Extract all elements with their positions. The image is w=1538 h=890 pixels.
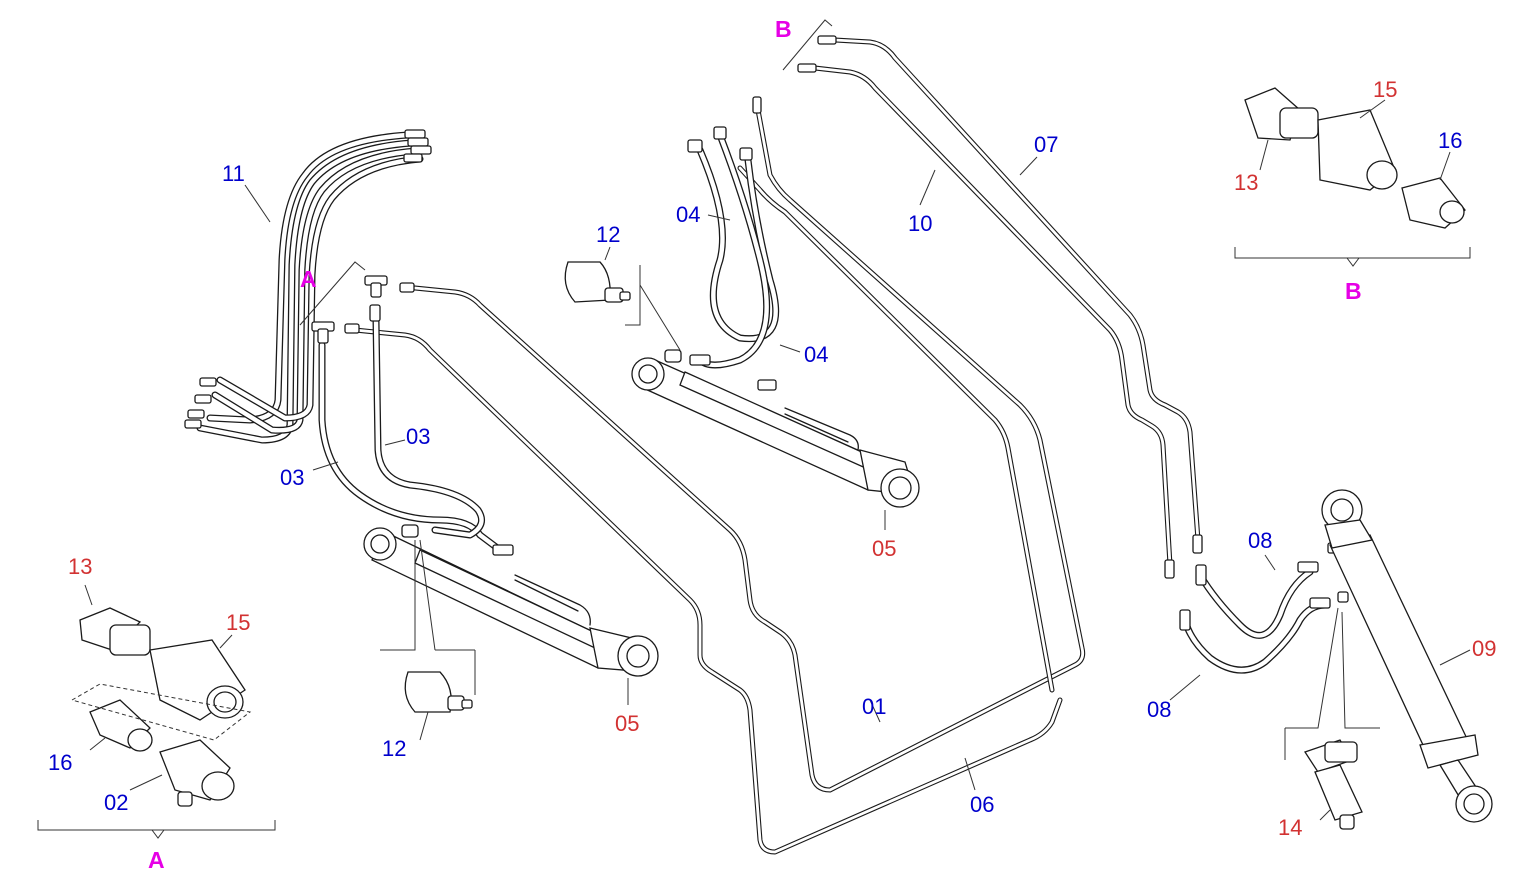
pipe-10 xyxy=(812,65,1173,568)
cylinder-05-left xyxy=(363,524,659,677)
label-11: 11 xyxy=(222,161,245,186)
pipe-01b xyxy=(737,165,1055,693)
hose-08 xyxy=(1181,568,1329,674)
label-12-top: 12 xyxy=(596,222,620,247)
label-16-left: 16 xyxy=(48,750,72,775)
part-labels: 11 03 03 12 04 04 07 10 05 05 12 01 06 0… xyxy=(48,16,1496,873)
pipe-07 xyxy=(832,37,1201,543)
group-label-a-bottom: A xyxy=(148,847,165,873)
label-03-left: 03 xyxy=(280,465,304,490)
t-fittings-group-a xyxy=(311,275,415,344)
hose-03-right xyxy=(372,316,486,539)
label-09: 09 xyxy=(1472,636,1496,661)
label-13-right: 13 xyxy=(1234,170,1258,195)
group-label-a-top: A xyxy=(300,266,317,292)
hose-11-bundle xyxy=(196,131,424,444)
brackets xyxy=(37,19,1471,839)
pipe-01 xyxy=(412,107,1086,793)
group-label-b-bottom: B xyxy=(1345,278,1362,304)
hose-03-left xyxy=(318,341,504,554)
label-14: 14 xyxy=(1278,815,1302,840)
label-08-top: 08 xyxy=(1248,528,1272,553)
label-04-top: 04 xyxy=(676,202,700,227)
pipe-06 xyxy=(352,327,1063,855)
label-15-left: 15 xyxy=(226,610,250,635)
cylinder-05-right xyxy=(631,349,920,508)
group-a-detail xyxy=(70,607,252,807)
group-label-b-top: B xyxy=(775,16,792,42)
label-13-left: 13 xyxy=(68,554,92,579)
cylinder-09 xyxy=(1321,489,1493,823)
group-b-detail xyxy=(1244,87,1466,229)
label-01: 01 xyxy=(862,694,886,719)
label-16-right: 16 xyxy=(1438,128,1462,153)
leader-lines xyxy=(84,99,1471,821)
label-06: 06 xyxy=(970,792,994,817)
label-12-bottom: 12 xyxy=(382,736,406,761)
part-12-top xyxy=(564,261,631,303)
label-05-right: 05 xyxy=(872,536,896,561)
label-07: 07 xyxy=(1034,132,1058,157)
label-05-left: 05 xyxy=(615,711,639,736)
part-14 xyxy=(1304,739,1363,830)
label-03-right: 03 xyxy=(406,424,430,449)
hose-04 xyxy=(696,131,780,369)
label-02: 02 xyxy=(104,790,128,815)
label-04-right: 04 xyxy=(804,342,828,367)
label-08-bottom: 08 xyxy=(1147,697,1171,722)
part-12-bottom xyxy=(404,671,473,713)
label-10: 10 xyxy=(908,211,932,236)
label-15-right: 15 xyxy=(1373,77,1397,102)
